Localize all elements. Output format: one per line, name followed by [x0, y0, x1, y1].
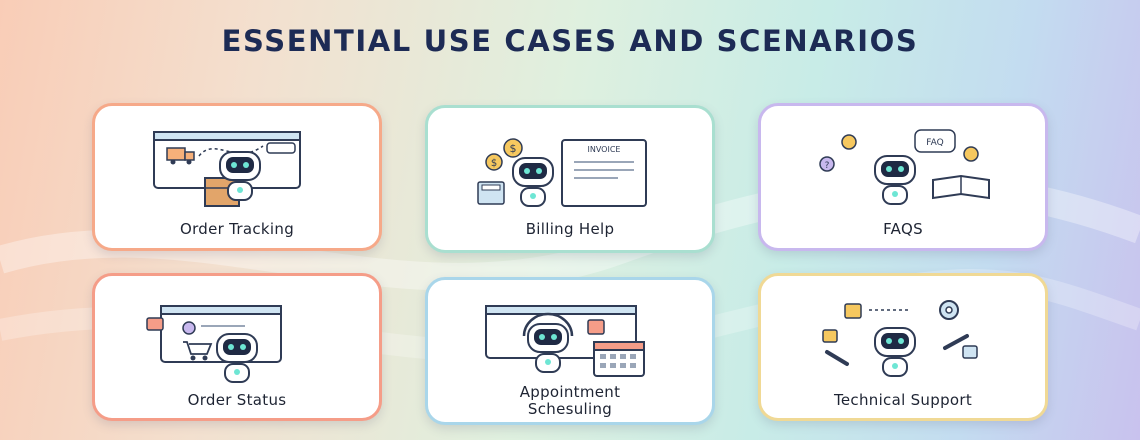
- svg-text:$: $: [510, 142, 517, 155]
- page-title: ESSENTIAL USE CASES AND SCENARIOS: [221, 24, 919, 58]
- card-label-appointment-line2: Schesuling: [527, 400, 613, 418]
- card-label-order-status: Order Status: [187, 391, 287, 409]
- robot-gears-tools-icon: [822, 300, 978, 377]
- invoice-text: INVOICE: [588, 145, 621, 154]
- robot-faq-book-icon: ? FAQ: [819, 129, 990, 205]
- card-label-order-tracking: Order Tracking: [179, 220, 295, 238]
- robot-delivery-tracking-icon: [153, 131, 301, 207]
- card-appointment-scheduling[interactable]: Appointment Schesuling: [425, 277, 715, 425]
- card-label-billing-help: Billing Help: [525, 220, 615, 238]
- card-order-tracking[interactable]: Order Tracking: [92, 103, 382, 251]
- robot-calendar-icon: [485, 305, 645, 377]
- svg-text:$: $: [491, 158, 497, 169]
- robot-invoice-icon: $ $ INVOICE: [477, 138, 647, 207]
- faq-text: FAQ: [926, 138, 943, 148]
- card-order-status[interactable]: Order Status: [92, 273, 382, 421]
- card-label-appointment-line1: Appointment: [519, 383, 621, 401]
- card-label-faqs: FAQS: [883, 220, 923, 238]
- card-label-technical-support: Technical Support: [833, 391, 973, 409]
- card-billing-help[interactable]: $ $ INVOICE Billing Help: [425, 105, 715, 253]
- card-technical-support[interactable]: Technical Support: [758, 273, 1048, 421]
- robot-cart-status-icon: [146, 305, 282, 383]
- card-faqs[interactable]: ? FAQ FAQS: [758, 103, 1048, 251]
- svg-text:?: ?: [825, 161, 830, 171]
